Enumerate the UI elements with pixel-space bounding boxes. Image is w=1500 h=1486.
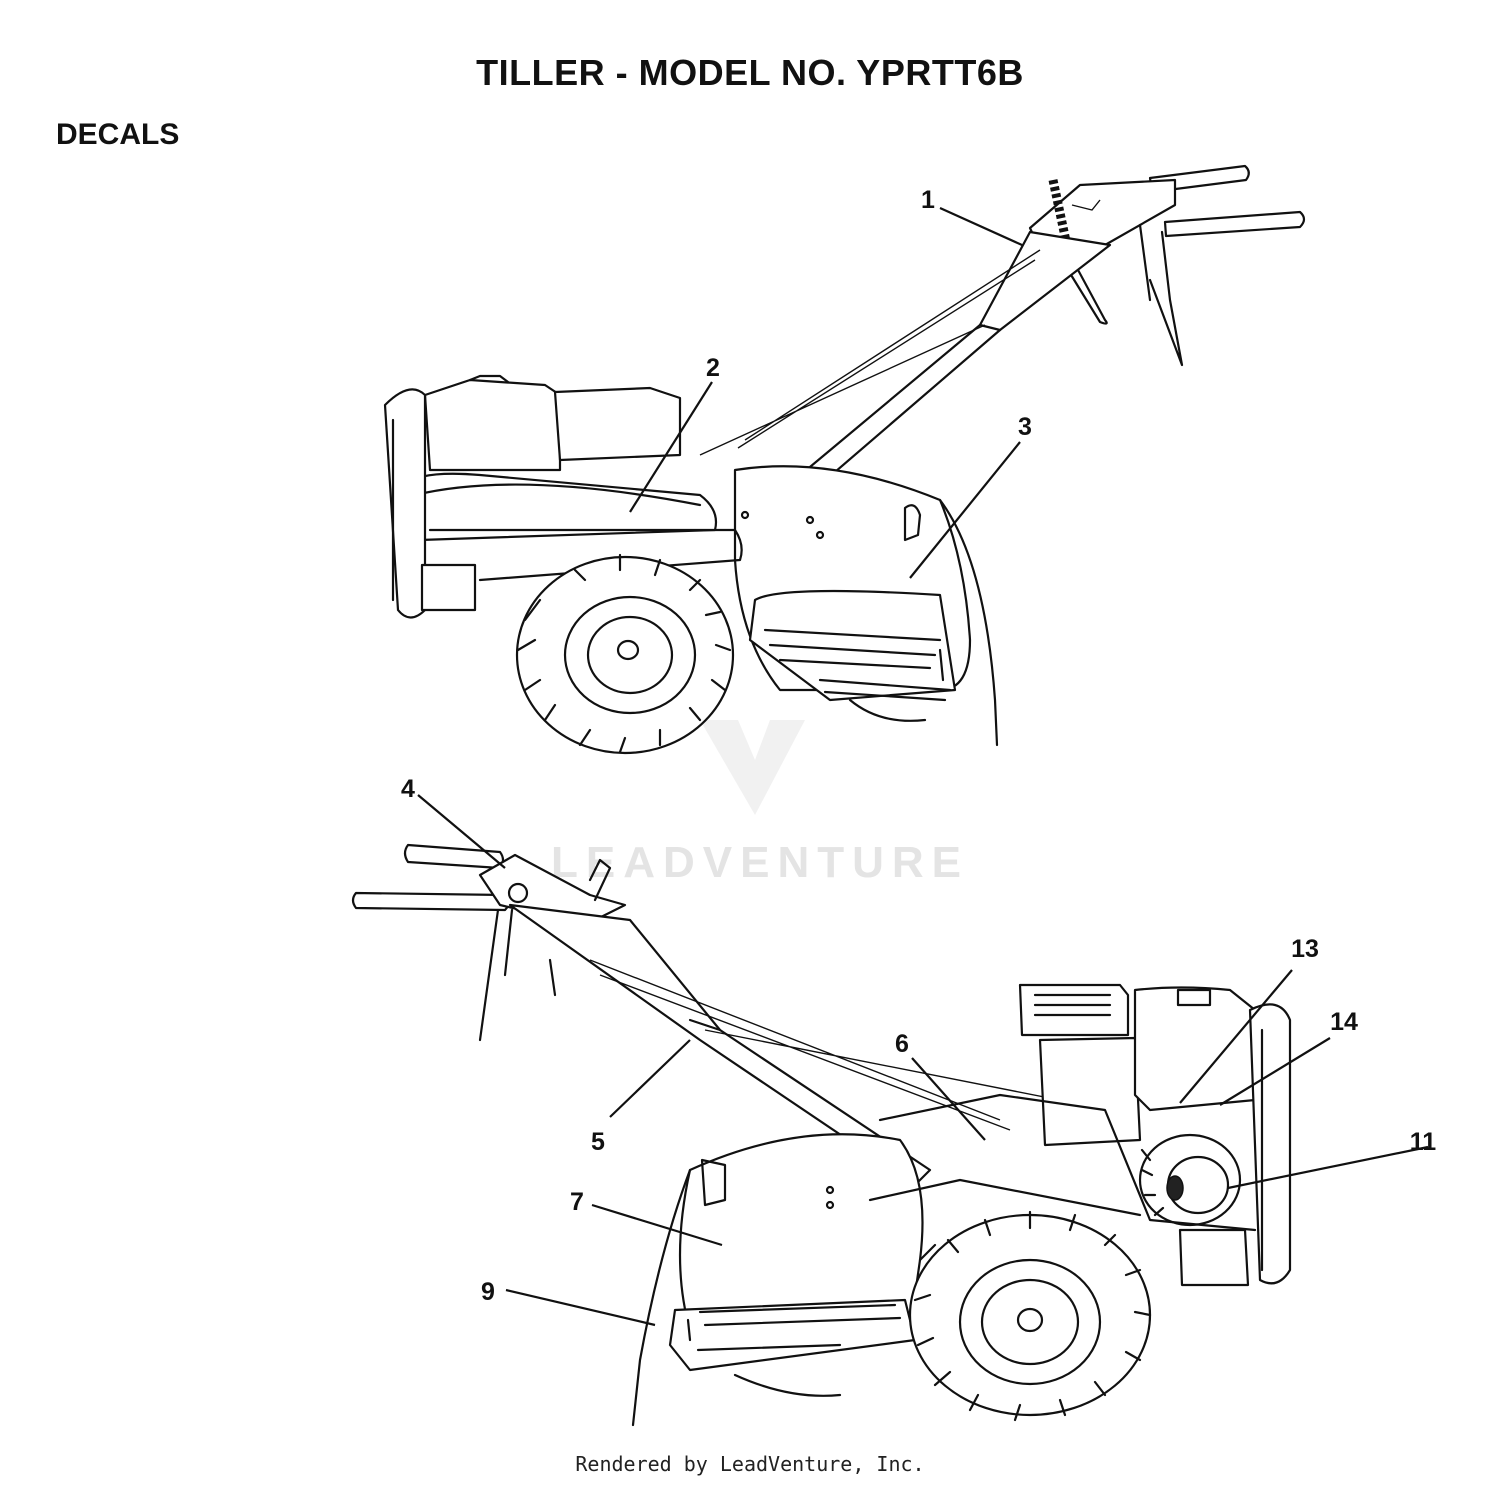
footer-credit: Rendered by LeadVenture, Inc. <box>575 1452 925 1476</box>
lower-tiller-drawing <box>351 843 1292 1427</box>
callout-14: 14 <box>1330 1008 1358 1036</box>
callout-7: 7 <box>570 1188 584 1216</box>
callout-1: 1 <box>921 186 935 214</box>
callout-6: 6 <box>895 1030 909 1058</box>
callout-3: 3 <box>1018 413 1032 441</box>
section-heading: DECALS <box>56 118 180 151</box>
callout-2: 2 <box>706 354 720 382</box>
watermark-text: LEADVENTURE <box>550 838 970 887</box>
callout-13: 13 <box>1291 935 1319 963</box>
callout-4: 4 <box>401 775 415 803</box>
callout-11: 11 <box>1410 1128 1437 1156</box>
page-title: TILLER - MODEL NO. YPRTT6B <box>476 52 1024 93</box>
upper-tiller-drawing <box>383 164 1306 755</box>
callout-9: 9 <box>481 1278 495 1306</box>
callout-labels: 1 2 3 4 5 6 7 9 11 13 14 <box>401 186 1436 1306</box>
watermark-logo <box>700 720 805 815</box>
callout-leaders <box>417 206 1429 1327</box>
callout-5: 5 <box>591 1128 605 1156</box>
